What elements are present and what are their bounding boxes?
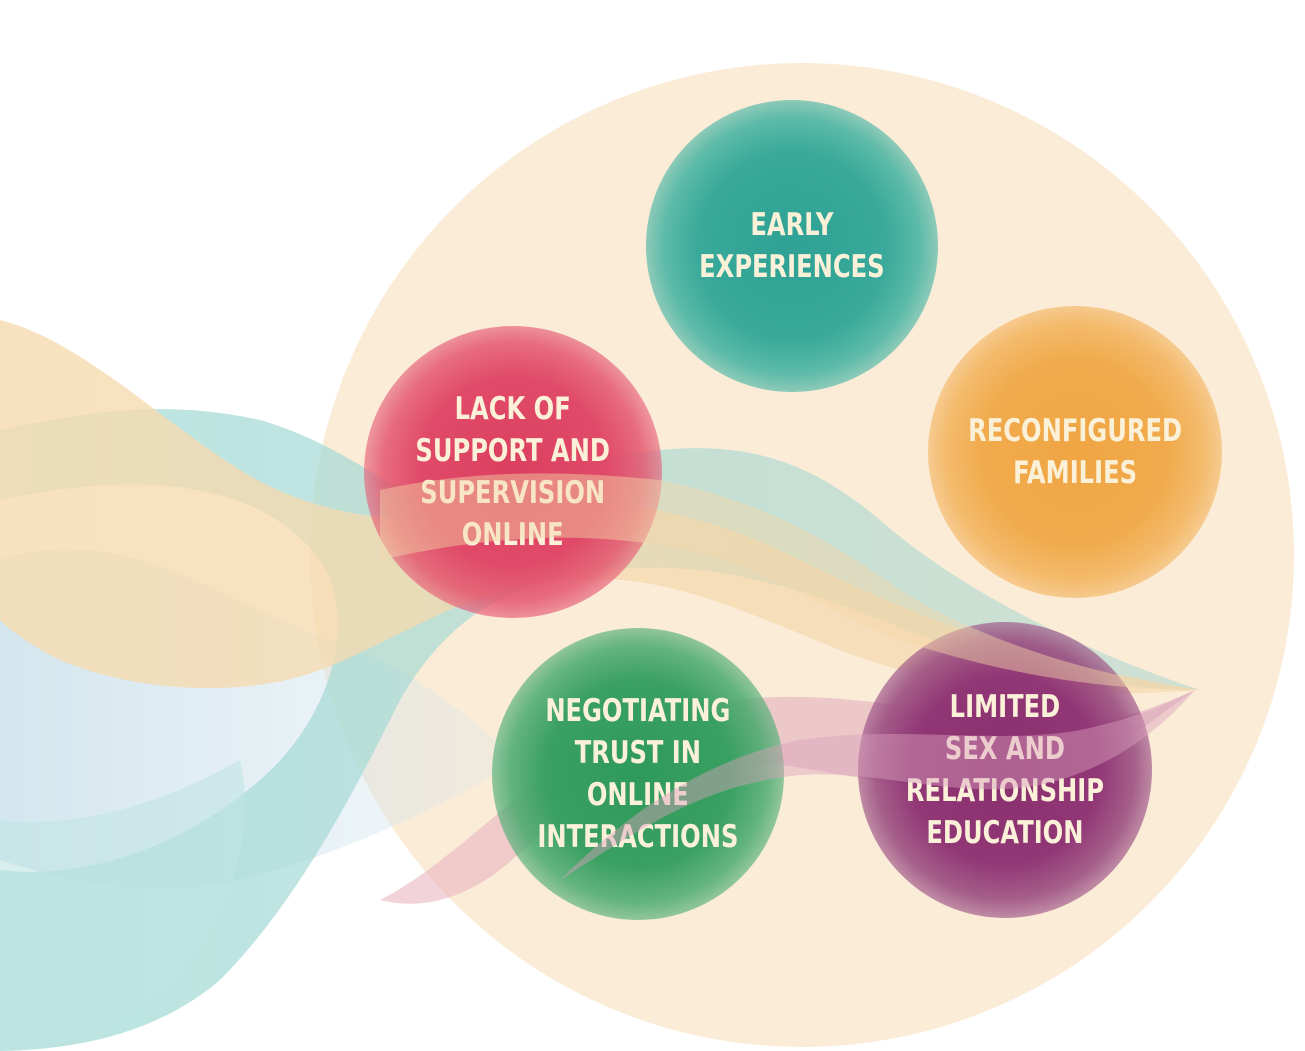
bubble-early-label: EARLY EXPERIENCES (699, 207, 885, 285)
wave-teal-lower (0, 760, 246, 1051)
bubble-limited-label: LIMITED SEX AND RELATIONSHIP EDUCATION (905, 689, 1105, 851)
bubble-reconfigured-families: RECONFIGURED FAMILIES (928, 306, 1222, 598)
bubble-lack-of-support: LACK OF SUPPORT AND SUPERVISION ONLINE (364, 326, 662, 618)
bubble-limited-education: LIMITED SEX AND RELATIONSHIP EDUCATION (858, 622, 1152, 918)
bubble-reconfigured-label: RECONFIGURED FAMILIES (968, 413, 1182, 491)
bubble-lack-label: LACK OF SUPPORT AND SUPERVISION ONLINE (415, 391, 611, 553)
wave-teal (0, 409, 1200, 1051)
bubble-negotiating-trust: NEGOTIATING TRUST IN ONLINE INTERACTIONS (492, 628, 784, 920)
bubble-negotiating-label: NEGOTIATING TRUST IN ONLINE INTERACTIONS (537, 693, 739, 855)
bubble-early-experiences: EARLY EXPERIENCES (646, 100, 938, 392)
